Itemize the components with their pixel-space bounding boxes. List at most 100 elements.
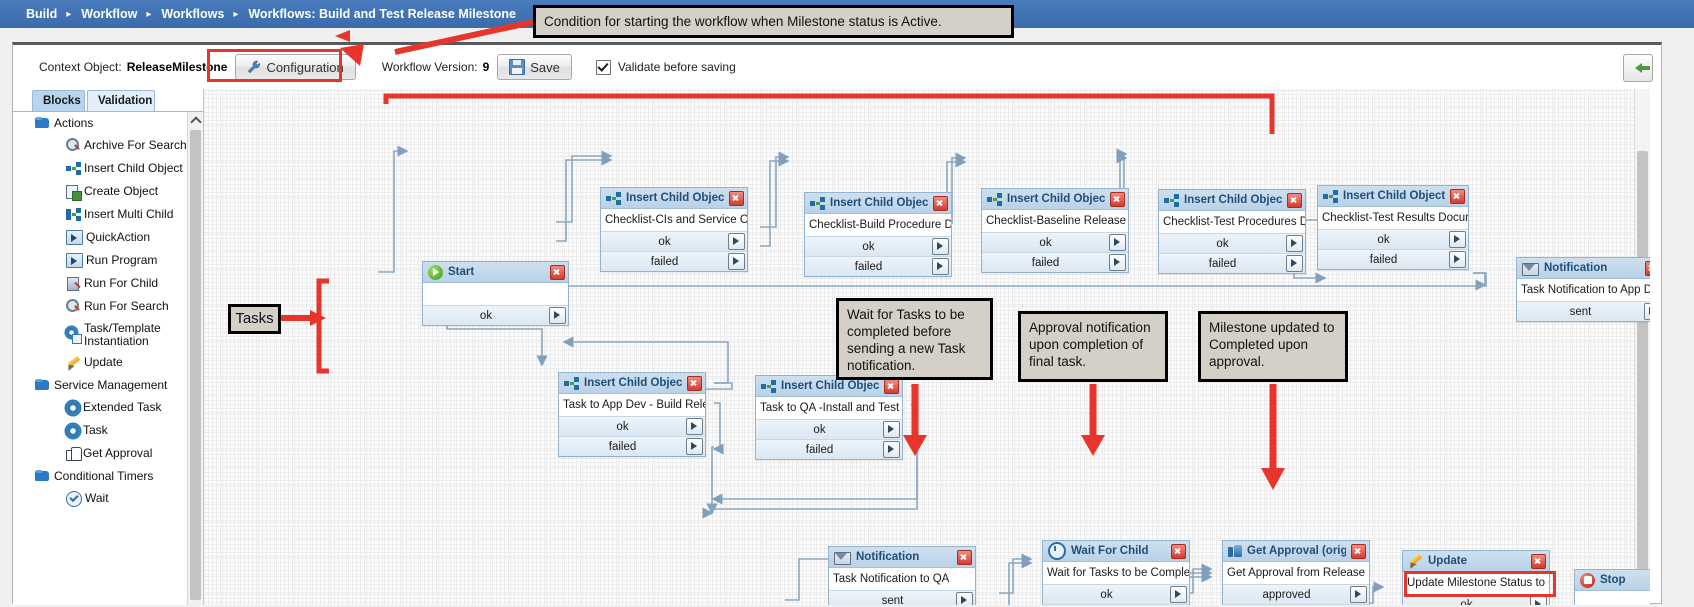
- port-connector-button[interactable]: [549, 307, 566, 324]
- port-connector-button[interactable]: [728, 253, 745, 270]
- node-insert-child-test-procedures[interactable]: Insert Child Object Checklist-Test Proce…: [1158, 189, 1306, 274]
- node-header[interactable]: Stop: [1575, 570, 1650, 591]
- node-port-ok[interactable]: ok: [601, 231, 747, 251]
- node-header[interactable]: Wait For Child: [1043, 541, 1189, 562]
- sidebar-item-archive-for-search[interactable]: Archive For Search: [13, 134, 188, 157]
- checkbox-checked-icon[interactable]: [595, 59, 611, 75]
- node-port-ok[interactable]: ok: [423, 305, 568, 325]
- sidebar-item-update[interactable]: Update: [13, 351, 188, 374]
- node-port-failed[interactable]: failed: [805, 256, 951, 276]
- node-port-failed[interactable]: failed: [1159, 253, 1305, 273]
- node-port-sent[interactable]: sent: [829, 590, 975, 605]
- sidebar-item-insert-child-object[interactable]: Insert Child Object: [13, 157, 188, 180]
- sidebar-item-run-program[interactable]: Run Program: [13, 249, 188, 272]
- sidebar-item-task-template-instantiation[interactable]: Task/Template Instantiation: [13, 318, 188, 351]
- node-port-approved[interactable]: approved: [1223, 584, 1369, 604]
- port-connector-button[interactable]: [686, 438, 703, 455]
- port-connector-button[interactable]: [1449, 231, 1466, 248]
- collapse-panel-button[interactable]: [1623, 54, 1653, 82]
- node-stop[interactable]: Stop: [1574, 569, 1650, 605]
- canvas-scrollbar-thumb[interactable]: [1637, 151, 1648, 581]
- sidebar-item-run-for-child[interactable]: Run For Child: [13, 272, 188, 295]
- tree-group-actions[interactable]: Actions: [13, 112, 188, 134]
- canvas-scrollbar[interactable]: [1634, 89, 1650, 605]
- node-port-ok[interactable]: ok: [1043, 584, 1189, 604]
- node-header[interactable]: Insert Child Object: [982, 189, 1128, 210]
- node-insert-child-task-qa[interactable]: Insert Child Object Task to QA -Install …: [755, 375, 903, 460]
- port-connector-button[interactable]: [686, 418, 703, 435]
- node-port-denied[interactable]: denied: [1223, 604, 1369, 605]
- node-port-timed-out[interactable]: timed out: [1043, 604, 1189, 605]
- node-insert-child-task-app-dev[interactable]: Insert Child Object Task to App Dev - Bu…: [558, 372, 706, 457]
- close-icon[interactable]: [1645, 260, 1650, 276]
- node-port-ok[interactable]: ok: [805, 236, 951, 256]
- close-icon[interactable]: [884, 378, 899, 394]
- close-icon[interactable]: [550, 264, 565, 280]
- port-connector-button[interactable]: [883, 441, 900, 458]
- node-insert-child-test-results[interactable]: Insert Child Object Checklist-Test Resul…: [1317, 185, 1469, 270]
- port-connector-button[interactable]: [932, 258, 949, 275]
- port-connector-button[interactable]: [883, 421, 900, 438]
- node-header[interactable]: Get Approval (orig.): [1223, 541, 1369, 562]
- tree-group-conditional-timers[interactable]: Conditional Timers: [13, 465, 188, 487]
- node-update[interactable]: Update Update Milestone Status to Comp o…: [1402, 550, 1550, 605]
- port-connector-button[interactable]: [1530, 596, 1547, 605]
- node-header[interactable]: Notification: [829, 547, 975, 568]
- node-notification-qa[interactable]: Notification Task Notification to QA sen…: [828, 546, 976, 605]
- close-icon[interactable]: [687, 375, 702, 391]
- close-icon[interactable]: [1110, 191, 1125, 207]
- node-port-failed[interactable]: failed: [601, 251, 747, 271]
- node-insert-child-baseline[interactable]: Insert Child Object Checklist-Baseline R…: [981, 188, 1129, 273]
- port-connector-button[interactable]: [1109, 254, 1126, 271]
- node-port-ok[interactable]: ok: [982, 232, 1128, 252]
- node-port-ok[interactable]: ok: [1159, 233, 1305, 253]
- tree-group-service-management[interactable]: Service Management: [13, 374, 188, 396]
- close-icon[interactable]: [1287, 192, 1302, 208]
- close-icon[interactable]: [729, 190, 744, 206]
- sidebar-item-extended-task[interactable]: Extended Task: [13, 396, 188, 419]
- port-connector-button[interactable]: [1170, 586, 1187, 603]
- port-connector-button[interactable]: [1286, 235, 1303, 252]
- validate-before-saving-checkbox[interactable]: Validate before saving: [595, 59, 736, 75]
- sidebar-item-run-for-search[interactable]: Run For Search: [13, 295, 188, 318]
- port-connector-button[interactable]: [1449, 251, 1466, 268]
- tab-blocks[interactable]: Blocks: [32, 90, 85, 111]
- node-port-sent[interactable]: sent: [1517, 301, 1650, 321]
- node-header[interactable]: Insert Child Object: [559, 373, 705, 394]
- node-port-failed[interactable]: failed: [559, 436, 705, 456]
- configuration-button[interactable]: Configuration: [235, 54, 356, 80]
- breadcrumb-item-workflows[interactable]: Workflows: [161, 7, 225, 21]
- node-header[interactable]: Insert Child Object: [601, 188, 747, 209]
- close-icon[interactable]: [933, 195, 948, 211]
- node-port-ok[interactable]: ok: [559, 416, 705, 436]
- sidebar-item-task[interactable]: Task: [13, 419, 188, 442]
- node-header[interactable]: Update: [1403, 551, 1549, 572]
- node-port-failed[interactable]: failed: [1318, 249, 1468, 269]
- node-start[interactable]: Start ok: [422, 261, 569, 326]
- port-connector-button[interactable]: [1350, 586, 1367, 603]
- close-icon[interactable]: [1171, 543, 1186, 559]
- port-connector-button[interactable]: [1109, 234, 1126, 251]
- port-connector-button[interactable]: [1286, 255, 1303, 272]
- port-connector-button[interactable]: [932, 238, 949, 255]
- save-button[interactable]: Save: [497, 54, 572, 80]
- breadcrumb-item-workflow[interactable]: Workflow: [81, 7, 138, 21]
- node-insert-child-cis[interactable]: Insert Child Object Checklist-CIs and Se…: [600, 187, 748, 272]
- port-connector-button[interactable]: [728, 233, 745, 250]
- blocks-tree[interactable]: Actions Archive For Search Insert Child …: [13, 112, 188, 605]
- breadcrumb-item-build[interactable]: Build: [26, 7, 58, 21]
- tab-validation[interactable]: Validation: [87, 90, 155, 111]
- port-connector-button[interactable]: [1644, 303, 1650, 320]
- close-icon[interactable]: [1450, 188, 1465, 204]
- node-insert-child-build[interactable]: Insert Child Object Checklist-Build Proc…: [804, 192, 952, 277]
- node-header[interactable]: Notification: [1517, 258, 1650, 279]
- close-icon[interactable]: [1531, 553, 1546, 569]
- node-header[interactable]: Insert Child Object: [805, 193, 951, 214]
- node-header[interactable]: Start: [423, 262, 568, 283]
- sidebar-item-insert-multi-child[interactable]: Insert Multi Child: [13, 203, 188, 226]
- node-get-approval[interactable]: Get Approval (orig.) Get Approval from R…: [1222, 540, 1370, 605]
- sidebar-item-wait[interactable]: Wait: [13, 487, 188, 510]
- sidebar-scrollbar[interactable]: [187, 112, 203, 605]
- close-icon[interactable]: [957, 549, 972, 565]
- node-port-ok[interactable]: ok: [1318, 229, 1468, 249]
